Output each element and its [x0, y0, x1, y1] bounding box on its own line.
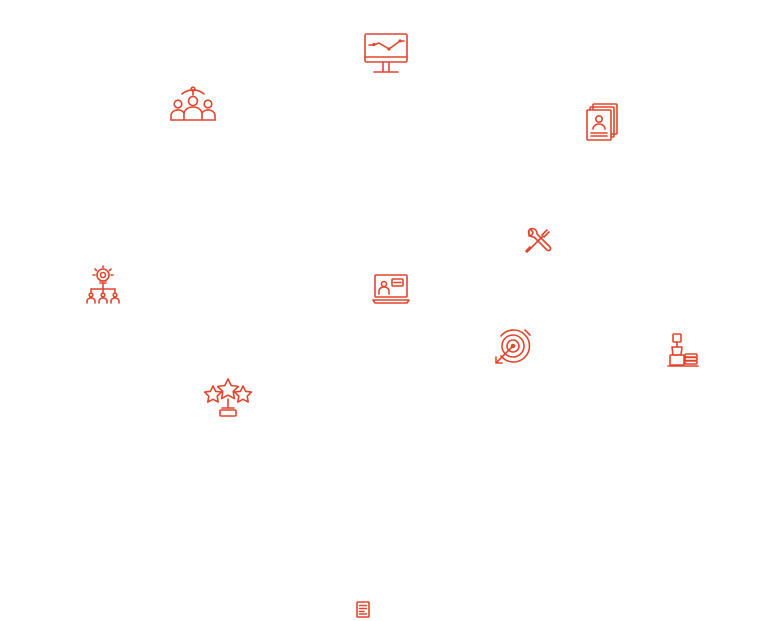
lightbulb-hierarchy-icon — [86, 265, 120, 305]
monitor-chart-icon — [364, 33, 408, 75]
resume-documents-svg — [585, 103, 619, 141]
three-stars-award-icon — [202, 378, 254, 418]
trophy-coins-icon — [667, 333, 699, 367]
laptop-video-chat-svg — [372, 274, 410, 304]
target-arrow-icon — [493, 327, 533, 365]
resume-documents-icon — [585, 103, 619, 141]
small-document-svg — [356, 601, 370, 618]
target-arrow-svg — [493, 327, 533, 365]
wrench-screwdriver-icon — [525, 228, 551, 254]
wrench-screwdriver-svg — [525, 228, 551, 254]
team-network-icon — [169, 86, 217, 122]
lightbulb-hierarchy-svg — [86, 265, 120, 305]
small-document-icon — [356, 601, 370, 618]
three-stars-award-svg — [202, 378, 254, 418]
team-network-svg — [169, 86, 217, 122]
monitor-chart-svg — [364, 33, 408, 75]
trophy-coins-svg — [667, 333, 699, 367]
laptop-video-chat-icon — [372, 274, 410, 304]
